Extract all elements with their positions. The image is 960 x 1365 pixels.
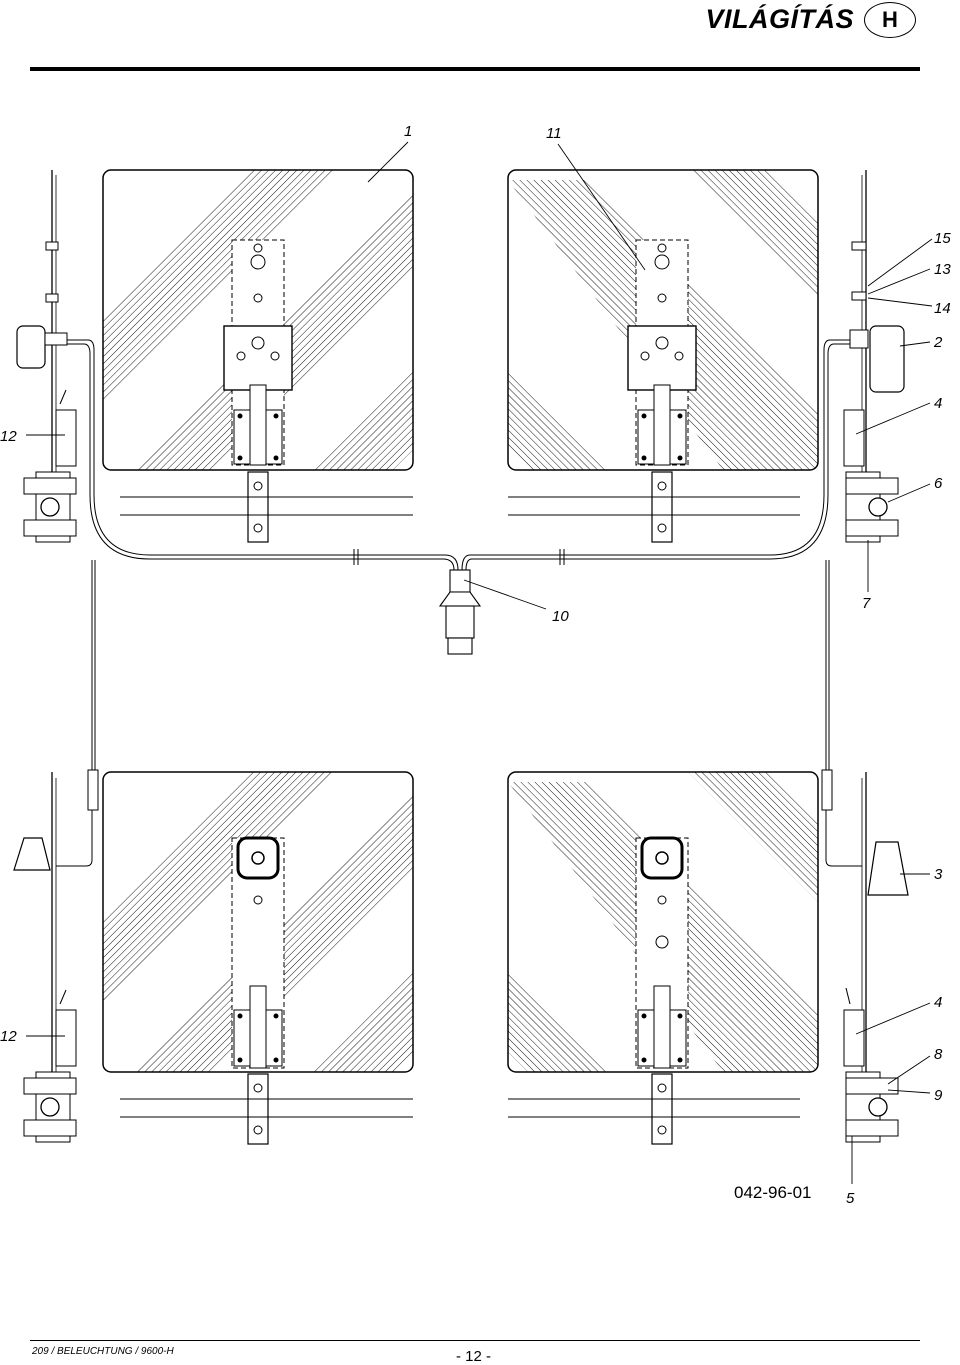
warning-board-top-right bbox=[507, 169, 819, 543]
callout-12-top: 12 bbox=[0, 428, 17, 445]
leader-lines bbox=[26, 141, 933, 1184]
side-bracket-bottom-right bbox=[843, 772, 909, 1143]
callout-4-top: 4 bbox=[934, 395, 942, 412]
callout-5: 5 bbox=[846, 1190, 855, 1207]
callout-12-bottom: 12 bbox=[0, 1028, 17, 1045]
side-bracket-bottom-left bbox=[13, 772, 77, 1143]
cross-rail-bottom-left bbox=[120, 1098, 413, 1118]
side-bracket-top-left bbox=[16, 170, 77, 543]
cable-harness bbox=[56, 339, 862, 867]
warning-board-top-left bbox=[102, 169, 414, 543]
footer-rule bbox=[30, 1340, 920, 1341]
footer-doc-ref: 209 / BELEUCHTUNG / 9600-H bbox=[32, 1346, 174, 1357]
warning-board-bottom-left bbox=[102, 771, 414, 1145]
warning-board-bottom-right bbox=[507, 771, 819, 1145]
callout-15: 15 bbox=[934, 230, 951, 247]
cross-rail-top-right bbox=[508, 496, 800, 516]
callout-11: 11 bbox=[546, 125, 562, 142]
cross-rail-top-left bbox=[120, 496, 413, 516]
page-title: VILÁGÍTÁS bbox=[705, 4, 854, 34]
callout-9: 9 bbox=[934, 1087, 943, 1104]
section-badge: H bbox=[864, 2, 916, 38]
side-bracket-top-right bbox=[843, 170, 905, 543]
callout-6: 6 bbox=[934, 475, 943, 492]
callout-4-bottom: 4 bbox=[934, 994, 942, 1011]
callout-10: 10 bbox=[552, 608, 569, 625]
callout-13: 13 bbox=[934, 261, 951, 278]
drawing-number: 042-96-01 bbox=[734, 1183, 812, 1202]
callout-3: 3 bbox=[934, 866, 943, 883]
cross-rail-bottom-right bbox=[508, 1098, 800, 1118]
callout-1: 1 bbox=[404, 123, 412, 140]
header-rule bbox=[30, 67, 920, 71]
callout-2: 2 bbox=[933, 334, 943, 351]
callout-14: 14 bbox=[934, 300, 951, 317]
callout-8: 8 bbox=[934, 1046, 943, 1063]
trailer-plug bbox=[438, 569, 482, 655]
page-number: - 12 - bbox=[456, 1348, 492, 1365]
callout-7: 7 bbox=[862, 595, 871, 612]
